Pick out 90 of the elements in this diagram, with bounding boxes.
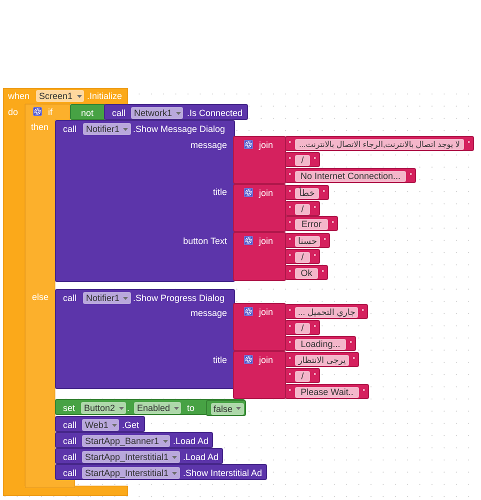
text-block <box>285 168 416 183</box>
join-block <box>233 184 286 232</box>
text-field: / <box>295 155 310 166</box>
block-label: call <box>63 420 77 430</box>
dropdown: StartApp_Interstitial1 <box>82 451 180 463</box>
block-label: . <box>127 402 130 414</box>
block-label: message <box>190 140 227 150</box>
text-field: Ok <box>295 268 318 279</box>
dropdown: Button2 <box>81 402 126 414</box>
text-field: / <box>295 252 310 263</box>
block-label: .Show Message Dialog <box>133 124 226 134</box>
block-label: then <box>31 122 49 132</box>
block-label: .Load Ad <box>183 452 219 462</box>
method-block <box>55 416 145 432</box>
method-block <box>55 432 213 448</box>
block-label: join <box>259 306 274 318</box>
block-label: join <box>259 188 274 198</box>
text-block <box>285 201 320 216</box>
block-label: join <box>259 354 274 366</box>
block-label: .Get <box>122 420 140 430</box>
method-block <box>55 289 235 389</box>
block-label: .Show Interstitial Ad <box>183 468 262 478</box>
block-label: call <box>63 452 77 462</box>
dropdown: Enabled <box>134 402 182 414</box>
text-field: لا يوجد اتصال بالانترنت,الرجاء الاتصال بالانترنت... <box>295 139 464 150</box>
dropdown: false <box>210 402 244 414</box>
text-block <box>285 136 474 151</box>
dropdown: Notifier1 <box>83 123 131 135</box>
text-block <box>285 265 328 280</box>
text-field: يرجى الانتظار <box>295 355 349 366</box>
block-label: .Load Ad <box>173 436 209 446</box>
text-field: Error <box>295 219 328 230</box>
block-label: join <box>259 236 274 246</box>
value-block <box>104 104 248 120</box>
block-label: button Text <box>183 236 227 246</box>
block-label: when <box>8 90 30 102</box>
block-label: .Initialize <box>87 90 122 102</box>
block-label: join <box>259 140 274 150</box>
method-block <box>55 120 235 282</box>
method-block <box>55 464 267 480</box>
block-label: title <box>212 354 227 366</box>
dropdown: Screen1 <box>36 90 84 102</box>
block-label: title <box>212 186 227 198</box>
block-label: not <box>81 108 94 118</box>
block-label: call <box>63 292 77 304</box>
block-label: call <box>63 436 77 446</box>
text-field: / <box>295 371 310 382</box>
text-block <box>285 216 338 231</box>
text-block <box>285 320 320 335</box>
text-block <box>285 152 320 167</box>
dropdown: Network1 <box>131 107 184 119</box>
text-block <box>285 352 359 367</box>
block-label: set <box>63 402 76 414</box>
join-block <box>233 303 286 351</box>
method-block <box>55 448 223 464</box>
block-label: do <box>8 106 18 118</box>
value-block <box>70 104 106 120</box>
join-block <box>233 232 286 281</box>
block-label: to <box>187 402 195 414</box>
text-block <box>285 384 369 399</box>
join-block <box>233 136 286 184</box>
text-field: خطأ <box>295 188 319 199</box>
boolean-block <box>206 400 246 416</box>
text-field: جاري التحميل ... <box>295 307 358 318</box>
block-label: .Is Connected <box>187 108 243 118</box>
text-block <box>285 233 330 248</box>
dropdown: StartApp_Interstitial1 <box>82 467 180 479</box>
block-label: message <box>190 308 227 318</box>
dropdown: Web1 <box>82 419 120 431</box>
text-block <box>285 368 320 383</box>
block-label: call <box>63 124 77 134</box>
text-field: Loading... <box>295 339 346 350</box>
text-field: حسنا <box>295 236 320 247</box>
text-field: / <box>295 204 310 215</box>
block-label: call <box>63 468 77 478</box>
text-field: / <box>295 323 310 334</box>
dropdown: StartApp_Banner1 <box>82 435 170 447</box>
join-block <box>233 351 286 399</box>
block-label: call <box>112 108 126 118</box>
text-block <box>285 249 320 264</box>
setter-block <box>55 399 245 415</box>
text-block <box>285 336 356 351</box>
text-block <box>285 304 368 319</box>
block-label: else <box>32 292 49 302</box>
block-label: if <box>48 106 52 118</box>
text-field: Please Wait.. <box>295 387 359 398</box>
text-field: No Internet Connection... <box>295 171 406 182</box>
dropdown: Notifier1 <box>83 292 131 304</box>
text-block <box>285 185 329 200</box>
block-label: .Show Progress Dialog <box>133 292 225 304</box>
